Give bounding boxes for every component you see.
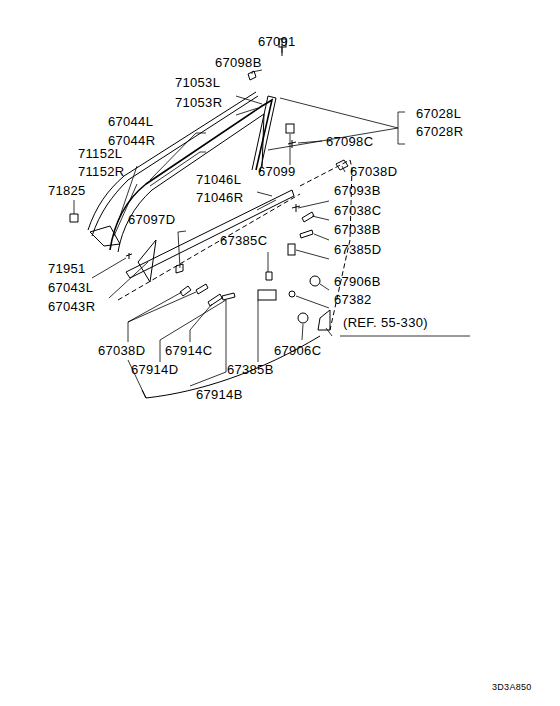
callout-number: 67044R — [108, 133, 155, 148]
ref-part — [318, 310, 330, 330]
drawing-code: 3D3A850 — [492, 682, 532, 693]
callout-number: 67099 — [258, 164, 296, 179]
clip — [258, 290, 276, 300]
clip — [336, 160, 348, 170]
callout-number: 71053R — [175, 95, 222, 110]
callout-number: 67382 — [334, 292, 372, 307]
callout-number: 71825 — [48, 183, 86, 198]
callout-number: 67043R — [48, 299, 95, 314]
callout-number: 67098B — [215, 55, 262, 70]
callout-number: 67044L — [108, 114, 153, 129]
callout-number: 67028R — [416, 124, 463, 139]
clip — [208, 294, 222, 306]
clip — [70, 214, 78, 222]
callout-number: 71951 — [48, 261, 86, 276]
callout-number: 67038C — [334, 203, 381, 218]
belt-molding — [126, 190, 294, 278]
sash-channel — [252, 96, 276, 172]
callout-number: 67906B — [334, 274, 381, 289]
callout-number: 67038B — [334, 222, 381, 237]
callout-number: 67097D — [128, 212, 175, 227]
clip — [300, 230, 313, 238]
hole — [289, 291, 295, 297]
delta-cover — [138, 240, 156, 282]
callout-number: 67038D — [98, 343, 145, 358]
callout-number: 67098C — [326, 134, 373, 149]
callout-number: 71152R — [78, 164, 124, 179]
clip — [302, 212, 314, 222]
outer-molding — [88, 92, 256, 230]
callout-number: 67043L — [48, 280, 93, 295]
callout-number: 67038D — [350, 164, 397, 179]
callout-number: 71053L — [175, 75, 220, 90]
door-outline — [118, 160, 352, 300]
callout-number: 67914C — [165, 343, 212, 358]
corner-piece — [90, 226, 120, 246]
reference-note: (REF. 55-330) — [343, 315, 428, 330]
plug — [310, 276, 320, 286]
clip — [288, 244, 295, 255]
screw — [126, 253, 132, 259]
callout-number: 71152L — [78, 146, 122, 161]
callout-number: 71046R — [196, 190, 243, 205]
clip — [222, 293, 235, 300]
callout-number: 71046L — [196, 172, 241, 187]
callout-number: 67914D — [131, 362, 178, 377]
callout-number: 67906C — [274, 343, 321, 358]
callout-number: 67028L — [416, 106, 461, 121]
clip — [266, 272, 272, 280]
plug — [298, 313, 308, 323]
callout-number: 67385D — [334, 242, 381, 257]
callout-number: 67914B — [196, 387, 243, 402]
clip — [286, 124, 294, 133]
callout-number: 67385C — [220, 233, 267, 248]
callout-number: 67385B — [227, 362, 274, 377]
callout-number: 67093B — [334, 183, 381, 198]
callout-number: 67091 — [258, 34, 296, 49]
clip — [196, 284, 208, 294]
leader-lines — [74, 38, 470, 398]
